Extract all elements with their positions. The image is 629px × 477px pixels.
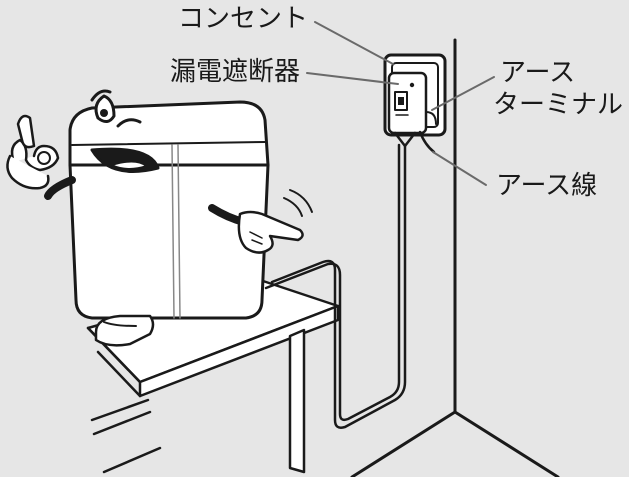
outlet-label: コンセント xyxy=(178,4,309,34)
power-cord xyxy=(264,143,407,429)
right-arm-pointing xyxy=(208,204,304,254)
earth-wire xyxy=(418,130,436,154)
right-eye-wink xyxy=(116,118,142,128)
left-pupil xyxy=(100,109,108,117)
left-arm-ok-sign xyxy=(6,114,76,200)
earth-terminal-label: アース ターミナル xyxy=(493,58,623,120)
appliance-body xyxy=(68,100,270,320)
eyebrow xyxy=(90,89,112,102)
earth-terminal-label-line1: アース xyxy=(500,58,576,88)
left-eye xyxy=(94,94,116,123)
earth-leakage-breaker-label: 漏電遮断器 xyxy=(170,57,301,87)
callout-lines xyxy=(306,21,495,186)
earth-wire-label: アース線 xyxy=(496,171,598,201)
tongue xyxy=(111,161,147,170)
motion-lines xyxy=(283,189,313,217)
earth-terminal-label-line2: ターミナル xyxy=(493,90,624,120)
table xyxy=(86,278,340,474)
appliance-base xyxy=(94,314,155,347)
wall-corner xyxy=(350,38,560,477)
earth-leakage-breaker xyxy=(387,71,437,148)
mascot-face xyxy=(90,89,160,173)
